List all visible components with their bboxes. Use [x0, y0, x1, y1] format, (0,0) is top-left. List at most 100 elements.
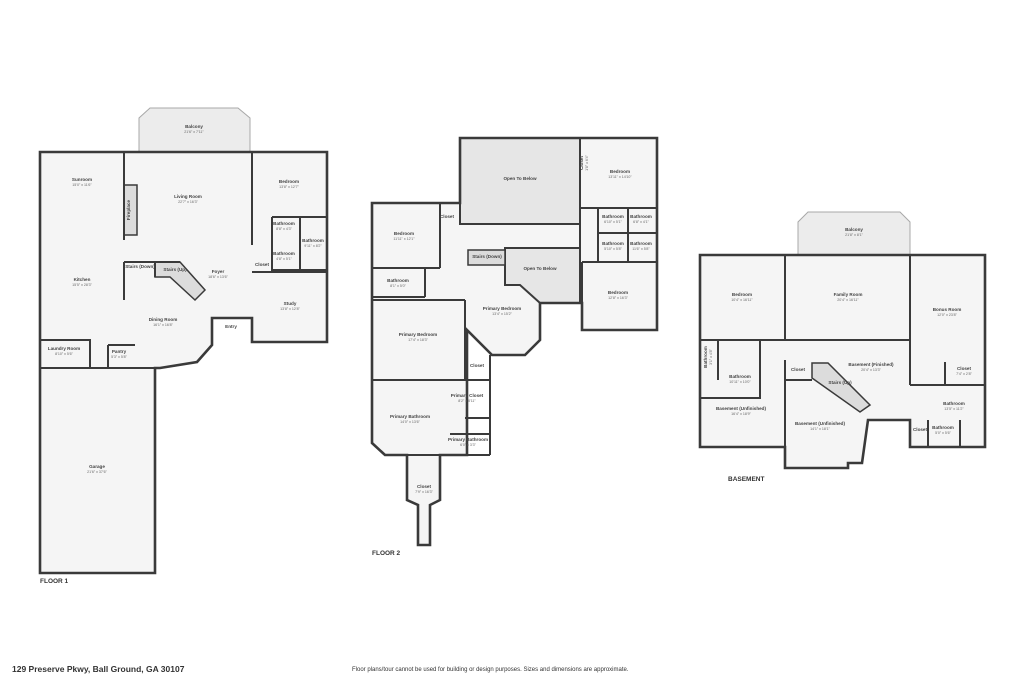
room-name: Primary Bedroom [483, 306, 522, 311]
room-label: Closet [913, 427, 928, 432]
room-name: Stairs (Down) [125, 264, 155, 269]
room-name: Bedroom [610, 169, 630, 174]
room-label: Closet [440, 214, 455, 219]
room-name: Bathroom [943, 401, 965, 406]
room-dimensions: 6'0" x 3'3" [460, 443, 476, 447]
room-label: Entry [225, 324, 237, 329]
room-dimensions: 13'4" x 15'2" [492, 312, 512, 316]
room-label: Stairs (Up) [828, 380, 852, 385]
room-name: Bathroom [932, 425, 954, 430]
room-name: Bedroom [608, 290, 628, 295]
room-name: Open To Below [503, 176, 537, 181]
room-name: Primary Bathroom [448, 437, 488, 442]
room-name: Stairs (Up) [828, 380, 852, 385]
room-name: Balcony [845, 227, 863, 232]
room-label: Closet [255, 262, 270, 267]
room-dimensions: 20'4" x 16'11" [837, 298, 859, 302]
room-name: Closet [417, 484, 432, 489]
floor-label: FLOOR 1 [40, 578, 69, 585]
room-name: Bathroom [273, 251, 295, 256]
room-name: Bathroom [302, 238, 324, 243]
room-label: Basement (Unfinished)16'4" x 18'9" [716, 406, 766, 416]
room-dimensions: 12'8" x 16'3" [608, 296, 628, 300]
room-dimensions: 9'11" x 8'2" [304, 244, 322, 248]
room-dimensions: 8'10" x 5'6" [55, 352, 73, 356]
room-name: Study [284, 301, 297, 306]
room-dimensions: 8'1" x 5'0" [390, 284, 406, 288]
room-dimensions: 5'0" x 5'6" [935, 431, 951, 435]
room-label: Stairs (Down) [125, 264, 155, 269]
room-name: Bedroom [732, 292, 752, 297]
room-name: Closet [913, 427, 928, 432]
room-dimensions: 1'8" x 6'4" [585, 154, 589, 170]
room-dimensions: 21'6" x 37'6" [87, 470, 107, 474]
room-name: Primary Bedroom [399, 332, 438, 337]
room-dimensions: 17'4" x 18'3" [408, 338, 428, 342]
room-name: Stairs (Up) [163, 267, 187, 272]
room-name: Pantry [112, 349, 127, 354]
room-name: Basement (Unfinished) [716, 406, 766, 411]
room-dimensions: 21'8" x 8'1" [845, 233, 863, 237]
room-dimensions: 10'11" x 10'0" [729, 380, 751, 384]
room-name: Closet [791, 367, 806, 372]
room-name: Bathroom [703, 346, 708, 368]
room-name: Bathroom [387, 278, 409, 283]
room-dimensions: 3'1" x 4'8" [709, 348, 713, 364]
room-label: Open To Below [523, 266, 557, 271]
stairs-down [467, 249, 506, 266]
room-dimensions: 16'1" x 16'8" [153, 323, 173, 327]
room-name: Bathroom [729, 374, 751, 379]
basement-plan [698, 211, 987, 470]
room-dimensions: 6'10" x 5'1" [604, 220, 622, 224]
room-name: Bathroom [630, 214, 652, 219]
room-name: Closet [579, 156, 584, 171]
room-label: Stairs (Down) [472, 254, 502, 259]
room-dimensions: 13'8" x 12'8" [280, 307, 300, 311]
room-label: Fireplace [126, 199, 131, 220]
room-dimensions: 12'0" x 23'8" [937, 313, 957, 317]
floor-1-plan [38, 107, 329, 575]
room-name: Bathroom [602, 214, 624, 219]
room-dimensions: 15'5" x 28'3" [72, 283, 92, 287]
room-dimensions: 13'11" x 14'10" [608, 175, 632, 179]
room-name: Primary Bathroom [390, 414, 430, 419]
room-name: Primary Closet [451, 393, 484, 398]
room-name: Entry [225, 324, 237, 329]
room-name: Closet [255, 262, 270, 267]
floor-label: FLOOR 2 [372, 550, 401, 557]
room-name: Bedroom [394, 231, 414, 236]
room-dimensions: 14'1" x 18'1" [810, 427, 830, 431]
room-dimensions: 4'8" x 5'1" [276, 257, 292, 261]
room-label: Closet [470, 363, 485, 368]
room-name: Bonus Room [933, 307, 962, 312]
room-name: Closet [470, 363, 485, 368]
room-dimensions: 16'4" x 18'9" [731, 412, 751, 416]
room-name: Fireplace [126, 199, 131, 220]
room-dimensions: 18'6" x 13'6" [208, 275, 228, 279]
room-name: Bathroom [273, 221, 295, 226]
room-name: Stairs (Down) [472, 254, 502, 259]
room-name: Basement (Finished) [848, 362, 894, 367]
